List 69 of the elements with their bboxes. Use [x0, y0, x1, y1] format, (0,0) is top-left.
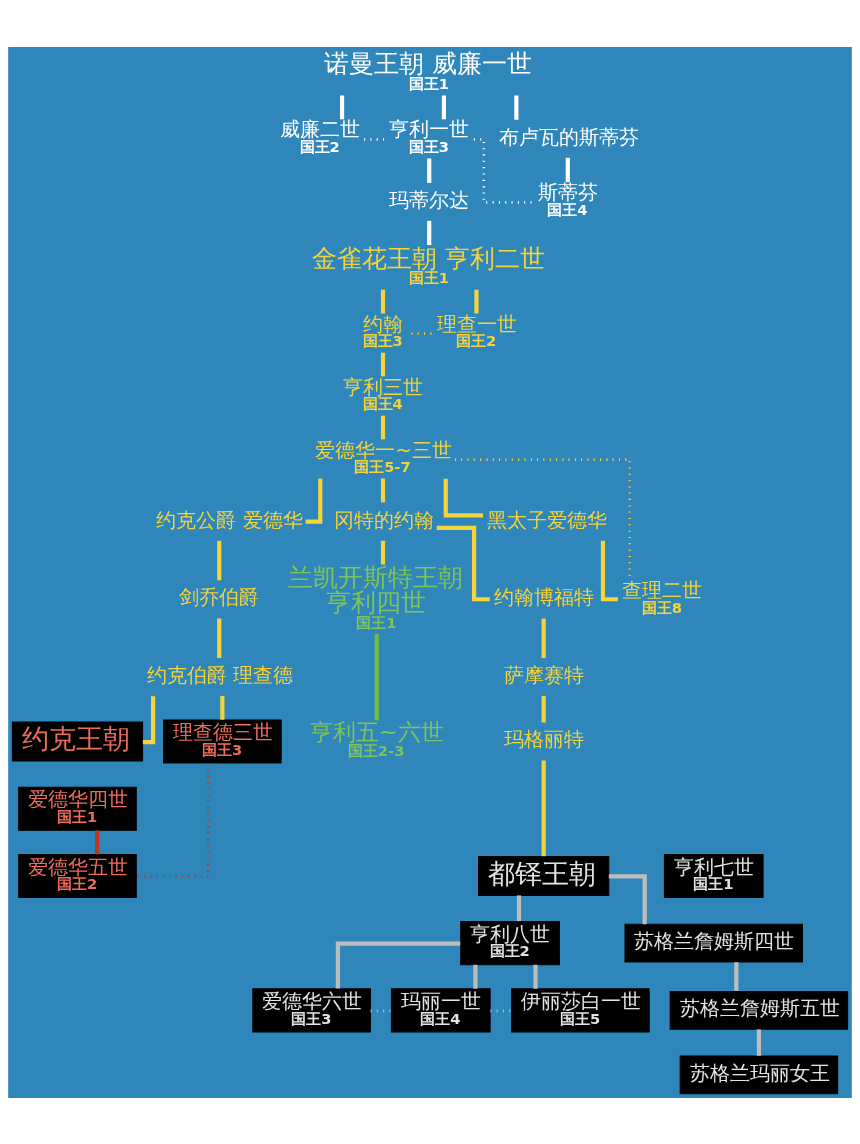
connector	[756, 1028, 761, 1056]
node-text: 剑乔伯爵	[179, 584, 260, 609]
connector	[473, 964, 478, 989]
node-text: 亨利三世 国王4	[343, 374, 424, 412]
node-text: 约翰 国王3	[362, 311, 404, 349]
node-box: 约克王朝	[11, 721, 144, 761]
connector	[490, 1009, 512, 1012]
connector	[734, 961, 739, 991]
node-text: 斯蒂芬 国王4	[537, 179, 598, 218]
connector	[541, 618, 546, 658]
connector	[217, 540, 222, 580]
connector	[514, 94, 519, 120]
node-box: 玛丽一世 国王4	[390, 987, 491, 1032]
connector	[541, 695, 546, 722]
node-text: 萨摩赛特	[503, 662, 584, 687]
node-text: 玛格丽特	[503, 726, 584, 751]
node-text: 查理二世 国王8	[622, 577, 703, 616]
connector	[427, 157, 432, 183]
connector	[136, 762, 210, 878]
node-text: 金雀花王朝 亨利二世 国王1	[311, 243, 545, 286]
node-box: 爱德华五世 国王2	[18, 853, 137, 898]
connector	[427, 220, 432, 245]
connector	[443, 478, 484, 517]
node-box: 爱德华六世 国王3	[252, 987, 371, 1032]
node-text: 约克公爵 爱德华	[156, 507, 303, 532]
node-box: 苏格兰詹姆斯五世	[669, 990, 849, 1030]
connector	[142, 695, 156, 744]
node-box: 苏格兰玛丽女王	[679, 1054, 839, 1094]
connector	[411, 331, 433, 335]
node-text: 黑太子爱德华	[487, 507, 608, 532]
node-text: 威廉二世 国王2	[280, 116, 361, 155]
node-text: 亨利一世 国王3	[389, 116, 470, 155]
node-box: 伊丽莎白一世 国王5	[511, 987, 650, 1032]
node-text: 玛蒂尔达	[389, 187, 470, 212]
node-box: 爱德华四世 国王1	[18, 786, 137, 831]
connector	[217, 618, 222, 658]
node-text: 诺曼王朝 威廉一世 国王1	[324, 48, 533, 92]
connector	[600, 540, 618, 601]
node-text: 约克伯爵 理查德	[146, 662, 294, 687]
connector	[370, 1009, 392, 1012]
connector	[220, 695, 225, 720]
connector	[474, 289, 479, 314]
node-text: 冈特的约翰	[333, 507, 434, 532]
connector	[380, 478, 386, 502]
node-text: 约翰博福特	[494, 584, 595, 609]
connector	[516, 894, 522, 921]
node-text: 理查一世 国王2	[436, 311, 517, 349]
node-text: 布卢瓦的斯蒂芬	[498, 124, 639, 149]
connector	[380, 289, 386, 314]
connector	[380, 415, 386, 439]
connector	[533, 964, 538, 989]
connector	[95, 829, 100, 854]
connector	[608, 873, 647, 924]
node-box: 苏格兰詹姆斯四世	[624, 923, 803, 963]
connector	[339, 94, 345, 119]
connector	[441, 94, 446, 119]
connector	[380, 352, 386, 376]
connector	[541, 760, 546, 856]
node-box: 亨利七世 国王1	[663, 853, 764, 898]
node-text: 亨利五~六世 国王2-3	[309, 718, 444, 759]
connector	[335, 941, 461, 988]
connector	[374, 633, 379, 720]
connector	[380, 540, 386, 565]
node-box: 亨利八世 国王2	[460, 920, 560, 965]
connector	[565, 157, 570, 182]
node-box: 都铎王朝	[478, 855, 610, 896]
node-text: 爱德华一~三世 国王5-7	[315, 437, 453, 475]
node-box: 理查德三世 国王3	[163, 719, 282, 764]
node-text: 兰凯开斯特王朝 亨利四世 国王1	[287, 562, 463, 631]
